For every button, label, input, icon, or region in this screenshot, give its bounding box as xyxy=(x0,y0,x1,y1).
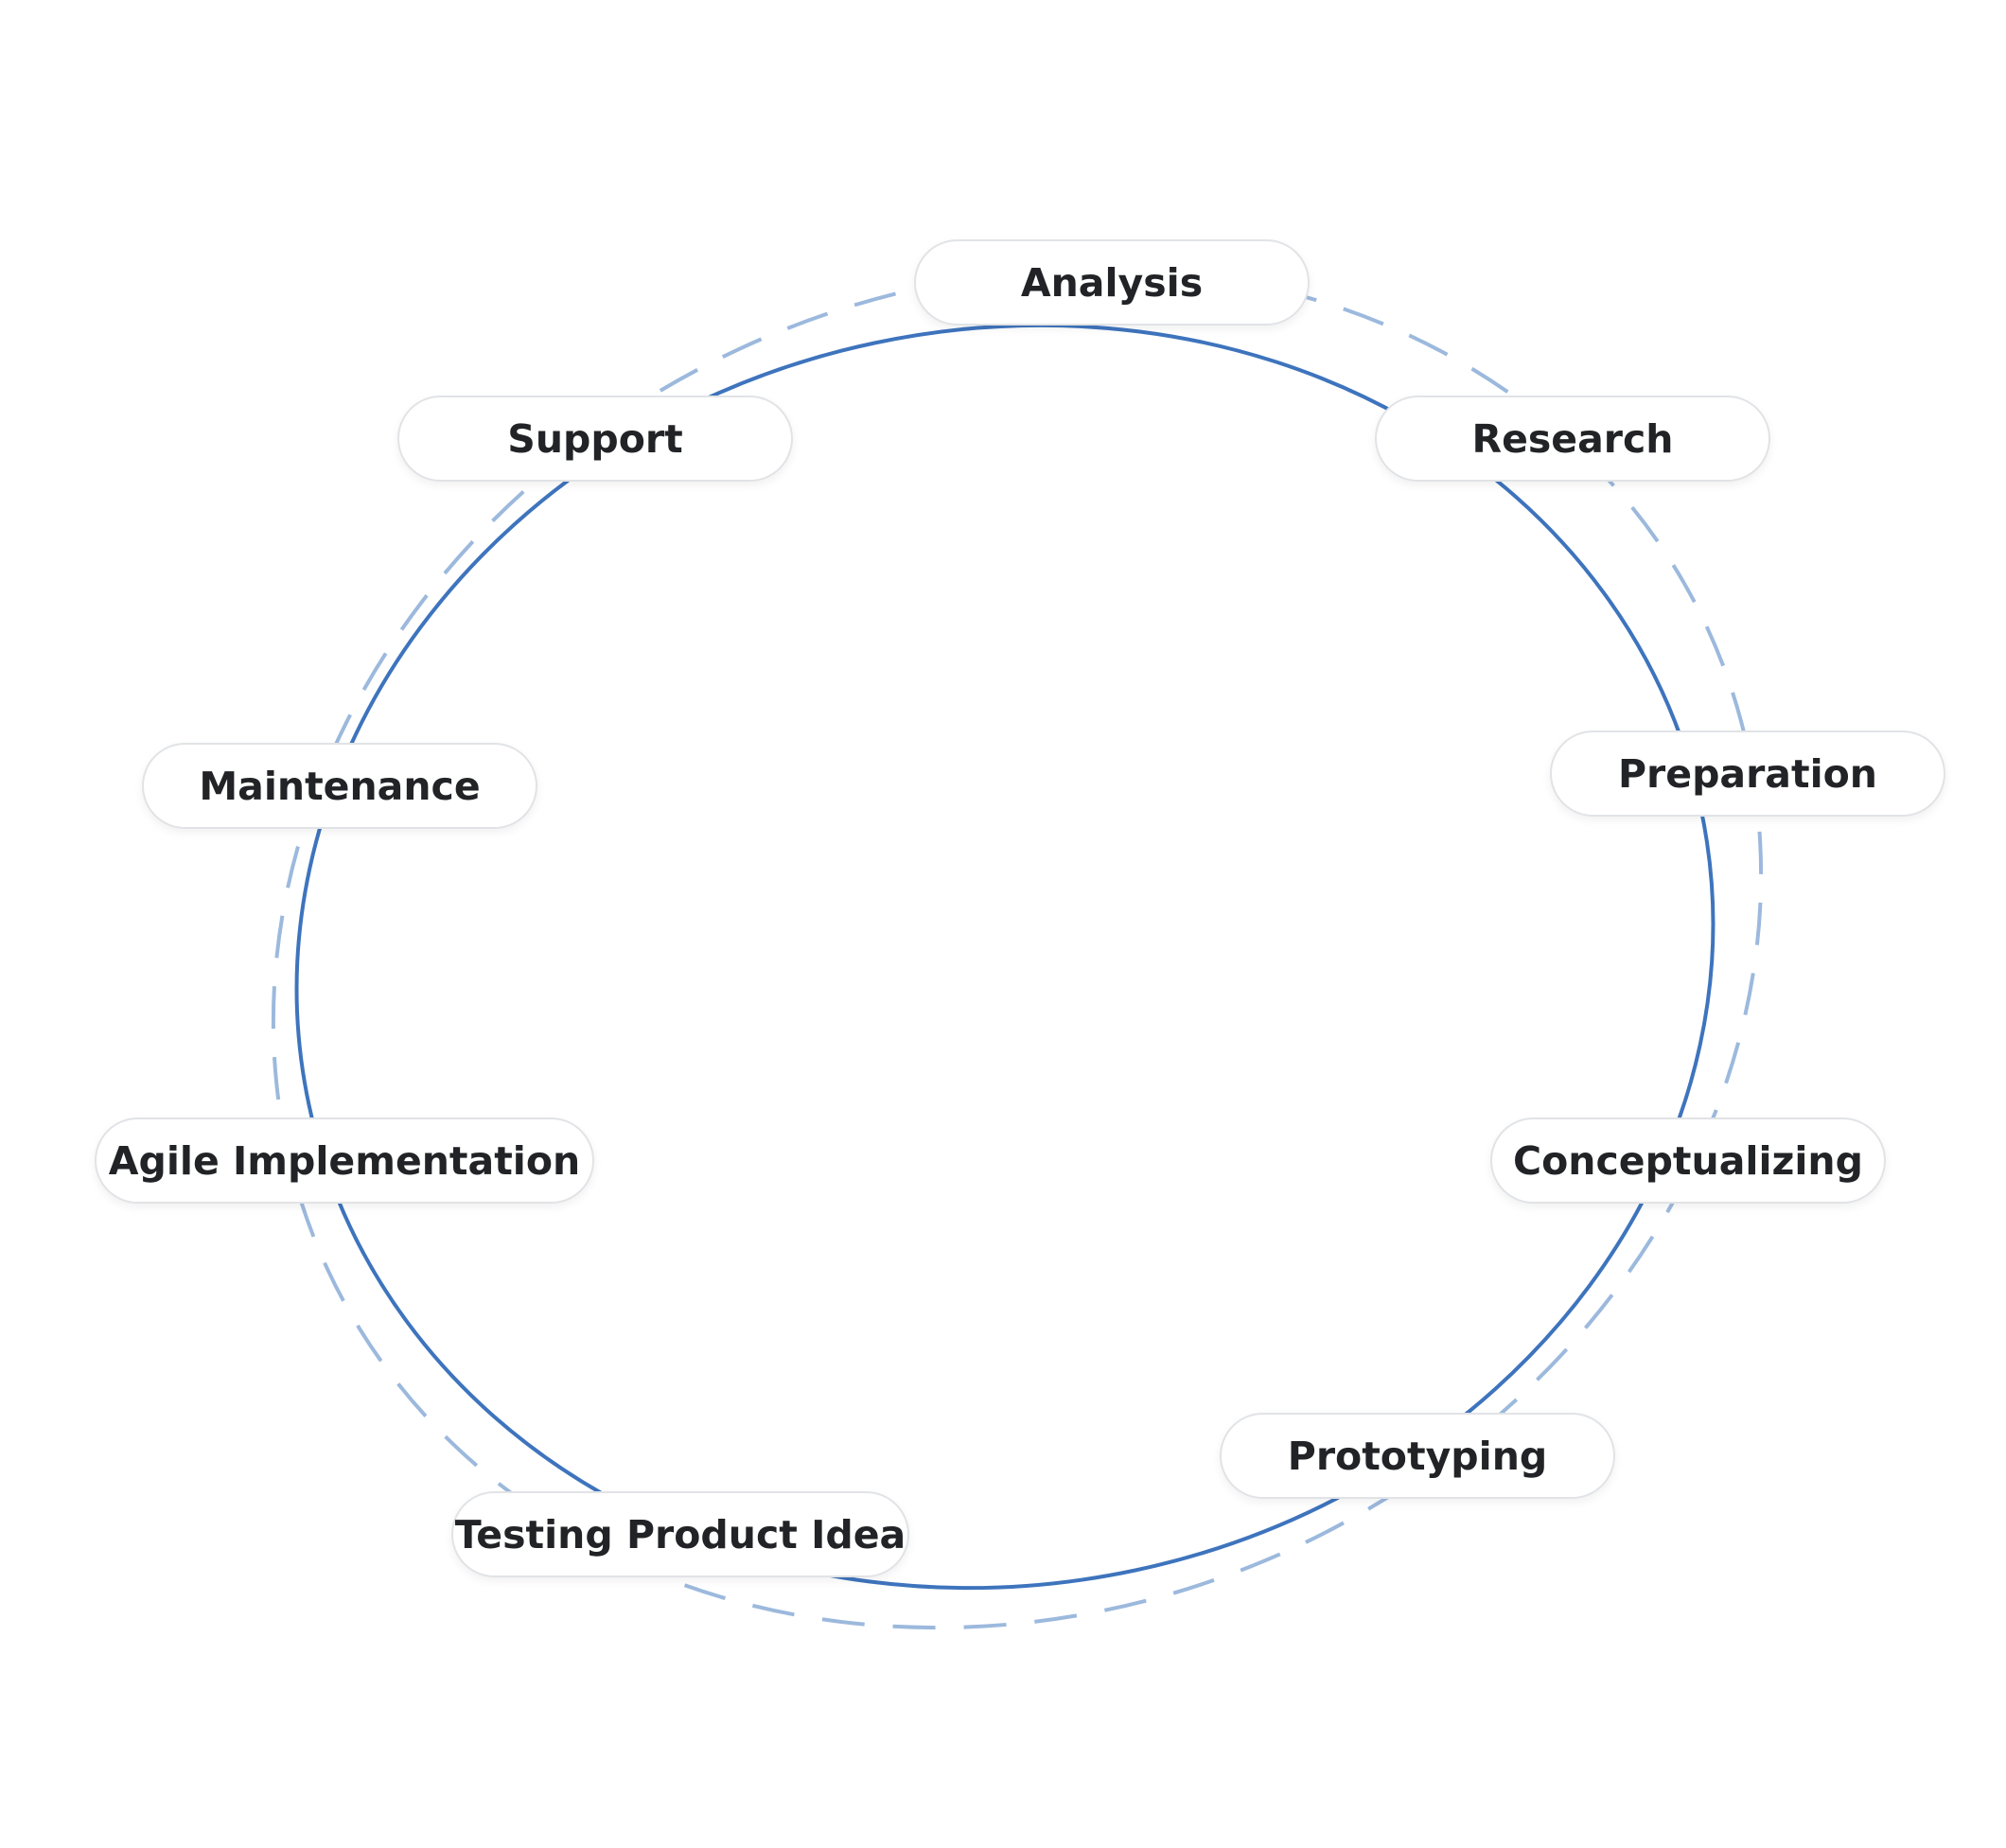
stage-testing-product-idea: Testing Product Idea xyxy=(451,1491,909,1577)
stage-research: Research xyxy=(1375,396,1770,482)
stage-conceptualizing: Conceptualizing xyxy=(1490,1118,1886,1204)
stage-support: Support xyxy=(397,396,793,482)
stage-maintenance: Maintenance xyxy=(142,743,537,829)
stage-preparation: Preparation xyxy=(1550,730,1945,817)
stage-prototyping: Prototyping xyxy=(1220,1413,1615,1499)
stage-analysis: Analysis xyxy=(914,239,1310,326)
dashed-cycle-ring xyxy=(271,266,1764,1630)
stage-agile-implementation: Agile Implementation xyxy=(95,1118,594,1204)
